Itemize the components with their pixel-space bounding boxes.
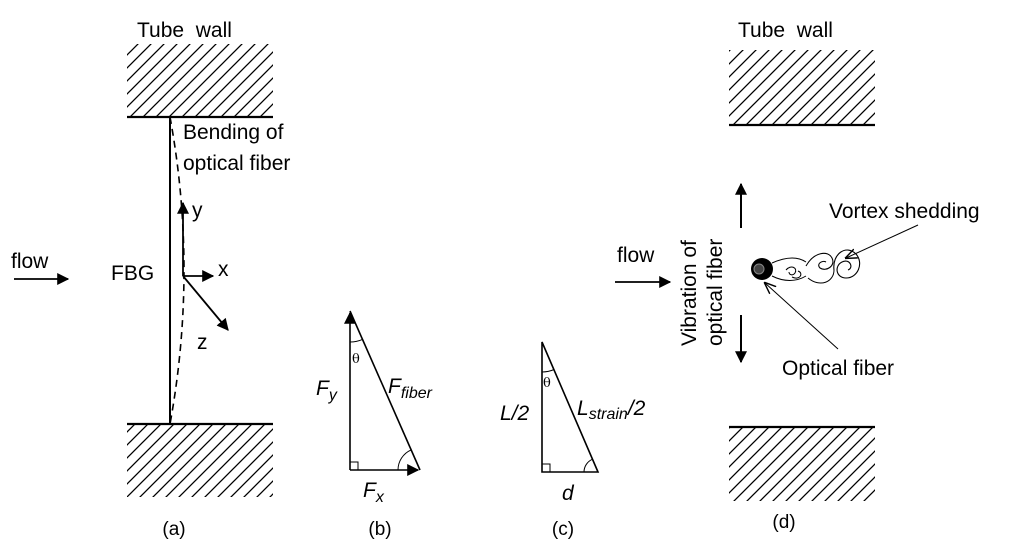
vortex-large (833, 249, 861, 279)
vortex-small (785, 266, 802, 279)
fx-label: Fx (363, 479, 385, 506)
d-label: d (562, 482, 575, 505)
force-ffiber-line (349, 310, 421, 471)
vortex-shedding-label: Vortex shedding (829, 200, 980, 223)
optical-fiber-label: Optical fiber (782, 357, 894, 380)
axis-y-label: y (192, 199, 203, 222)
optical-fiber-bent (169, 116, 185, 425)
lstrain-label: Lstrain/2 (577, 397, 646, 423)
tube-wall-top-a (127, 44, 273, 117)
angle-arc-bottom-b (397, 449, 412, 471)
theta-label-c: θ (543, 376, 551, 391)
axis-z-label: z (197, 331, 208, 354)
angle-arc-top-c (541, 369, 555, 373)
flow-label-d: flow (617, 244, 655, 267)
bending-label-line2: optical fiber (183, 152, 290, 175)
tube-wall-label-d: Tube wall (738, 19, 833, 42)
panel-c: θ L/2 Lstrain/2 d (c) (500, 341, 646, 540)
caption-b: (b) (368, 519, 391, 540)
tube-wall-bottom-d (729, 428, 875, 501)
tube-wall-bottom-a (127, 425, 273, 497)
strain-triangle (541, 341, 600, 473)
angle-arc-bottom-c (583, 458, 593, 473)
fbg-label: FBG (111, 262, 154, 285)
tube-wall-top-d (729, 50, 875, 125)
vortex-middle (805, 252, 834, 270)
fiber-pointer (765, 283, 839, 350)
half-length-label: L/2 (500, 402, 530, 425)
flow-label-a: flow (11, 250, 49, 273)
right-angle-b (350, 461, 359, 470)
panel-b: θ Fy Ffiber Fx (b) (316, 310, 433, 540)
right-angle-c (542, 463, 551, 472)
panel-d: Tube wall flow Vibration of optical fibe… (615, 19, 980, 533)
fy-label: Fy (316, 377, 338, 404)
fiber-core (753, 263, 765, 275)
axis-x-label: x (218, 258, 229, 281)
theta-label-b: θ (352, 352, 360, 367)
angle-arc-top-b (349, 338, 363, 343)
bending-label-line1: Bending of (183, 121, 284, 144)
caption-d: (d) (772, 512, 795, 533)
caption-a: (a) (162, 519, 185, 540)
ffiber-label: Ffiber (388, 375, 433, 402)
panel-a: Tube wall Bending of optical fiber flow … (11, 19, 290, 540)
vortex-connector (807, 269, 835, 284)
axis-z-arrow (182, 275, 229, 331)
caption-c: (c) (552, 519, 574, 540)
vibration-label-line2: optical fiber (704, 239, 727, 346)
wake-upper (771, 257, 807, 264)
vibration-label-line1: Vibration of (678, 240, 701, 346)
wake-lower (771, 275, 807, 281)
tube-wall-label-a: Tube wall (137, 19, 232, 42)
vortex-pointer (846, 224, 919, 258)
